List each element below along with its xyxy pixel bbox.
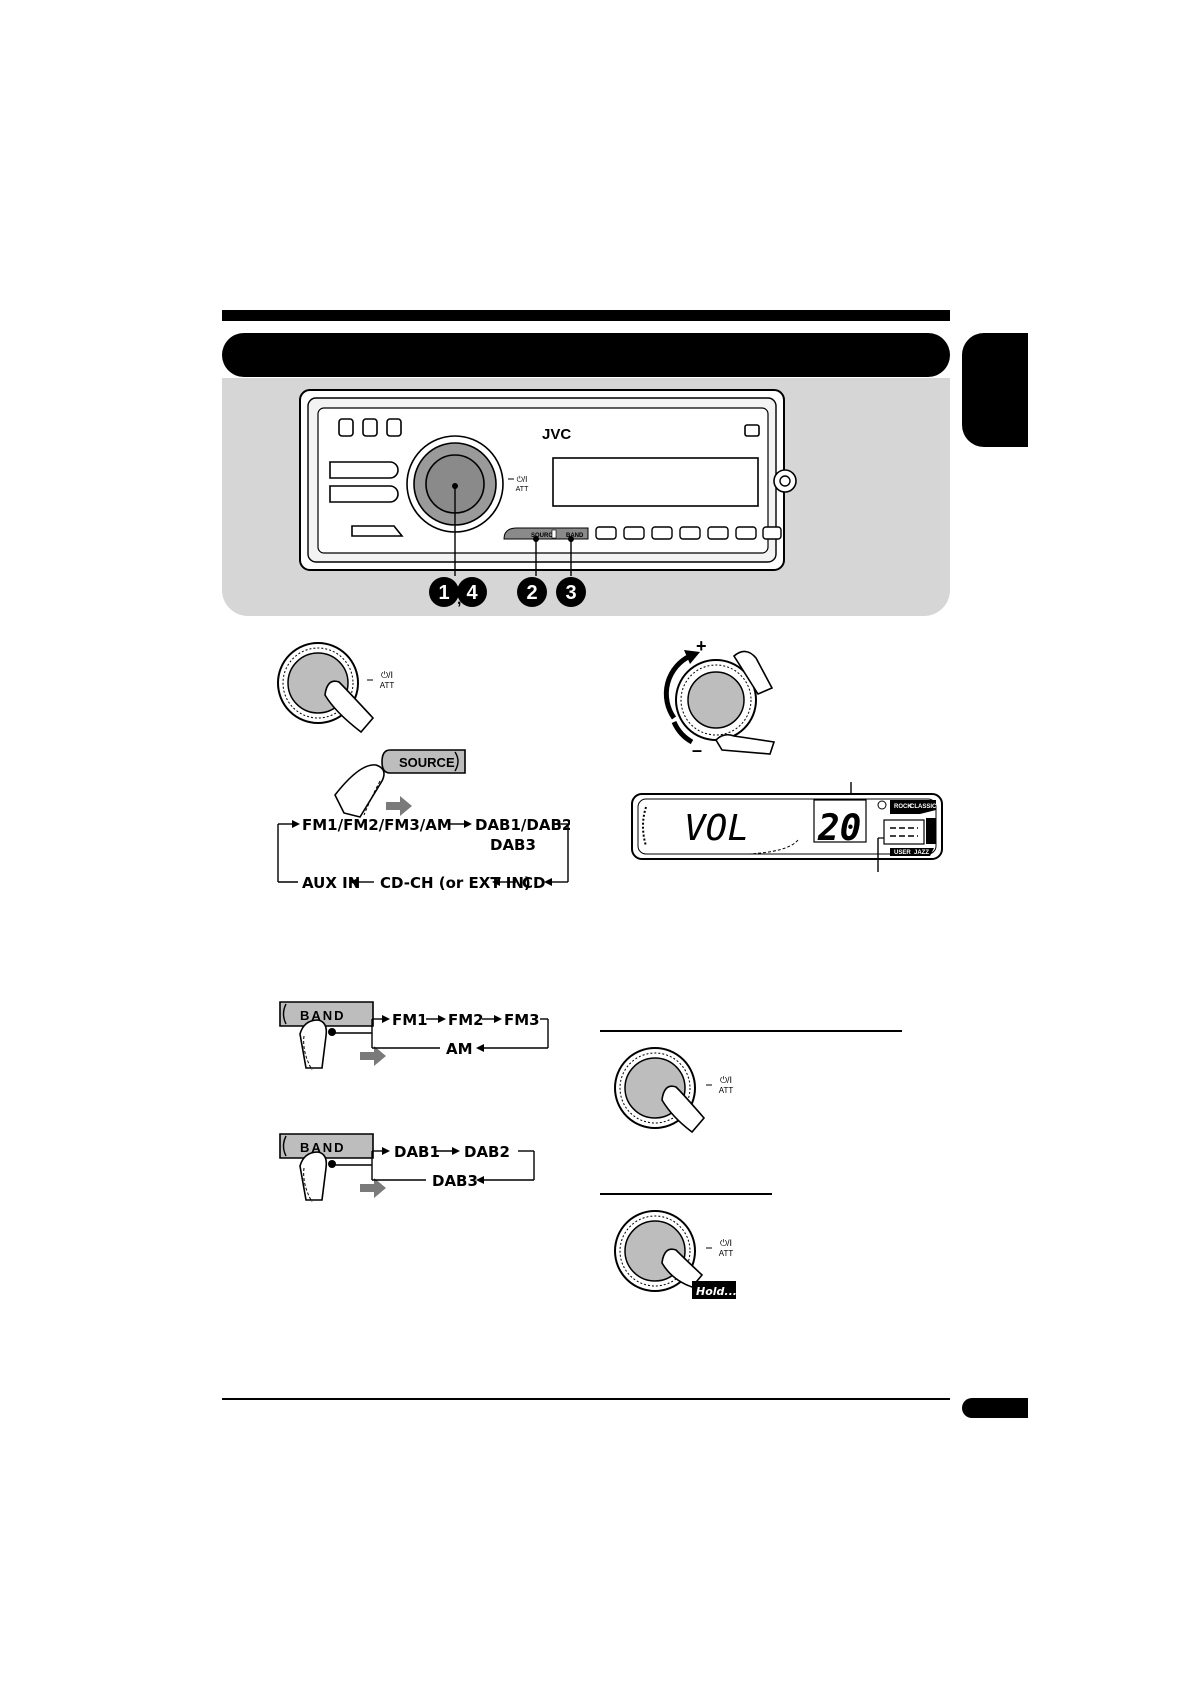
finger-icon [334,764,385,818]
svg-text:VOL: VOL [684,808,749,849]
brand-logo: JVC [542,426,571,443]
svg-text:DAB2: DAB2 [464,1143,510,1161]
finger-icon [299,1151,328,1201]
finger-icon [714,733,776,755]
press-arrow-icon [386,796,412,816]
finger-icon [299,1019,328,1069]
svg-text:ATT: ATT [719,1249,734,1258]
svg-text:DAB3: DAB3 [490,836,536,854]
finger-icon [324,680,375,734]
finger-icon [661,1248,704,1288]
svg-text:CD-CH (or EXT IN): CD-CH (or EXT IN) [380,874,531,892]
svg-text:–: – [692,740,702,758]
svg-text:CD: CD [522,874,545,892]
svg-text:3: 3 [565,582,576,604]
finger-icon [732,650,774,696]
band-fm-button-illustration: BAND [279,1001,386,1071]
svg-text:Hold....: Hold.... [696,1285,741,1298]
svg-text:FM1: FM1 [392,1011,428,1029]
svg-text:4: 4 [466,582,478,604]
callout-2 [517,577,547,607]
svg-text:AUX IN: AUX IN [302,874,360,892]
device-knob-label: ⏻/I [517,475,528,484]
svg-text:ROCK: ROCK [894,804,912,810]
svg-text:AM: AM [446,1040,473,1058]
att-knob-illustration: ⏻/I ATT [614,1047,734,1134]
rotate-arrow-icon [663,653,692,720]
source-button-illustration: SOURCE [334,749,466,818]
power-knob-illustration: ⏻/I ATT [277,642,395,734]
svg-text:DAB1: DAB1 [394,1143,440,1161]
svg-text:+: + [696,638,707,656]
band-dab-cycle-diagram: DAB1 DAB2 DAB3 [334,1143,535,1190]
source-cycle-diagram: FM1/FM2/FM3/AM DAB1/DAB2/ DAB3 CD CD-CH … [277,816,570,892]
svg-text:CLASSIC: CLASSIC [910,804,937,810]
footer-rule [222,1398,950,1400]
svg-text:ATT: ATT [516,486,529,493]
hold-badge [692,1281,736,1299]
press-arrow-icon [360,1178,386,1198]
svg-text:1: 1 [438,582,449,604]
att-section-rule [600,1030,902,1032]
callout-1 [429,577,459,607]
svg-text:FM2: FM2 [448,1011,484,1029]
press-arrow-icon [360,1046,386,1066]
language-side-tab [962,333,1028,447]
svg-text:FM3: FM3 [504,1011,540,1029]
svg-text:⏻/I: ⏻/I [381,670,393,680]
volume-knob-illustration: + – [663,638,776,758]
callout-3 [556,577,586,607]
band-dab-button-illustration: BAND [279,1133,386,1203]
svg-text:SOURCE: SOURCE [531,533,557,539]
svg-text:USER: USER [894,850,911,856]
top-rule [222,310,950,321]
off-section-rule [600,1193,772,1195]
source-button-label: SOURCE [399,755,455,770]
device-display [552,457,759,507]
off-knob-illustration: ⏻/I ATT Hold.... [614,1210,741,1299]
svg-text:⏻/I: ⏻/I [720,1238,732,1248]
control-panel-illustration: ⏻/I ATT JVC SOURCE BAND 1 , 4 2 3 [299,389,797,608]
band-button-label: BAND [300,1140,346,1155]
svg-text:DAB1/DAB2/: DAB1/DAB2/ [475,816,570,834]
svg-text:ATT: ATT [719,1086,734,1095]
svg-text:⏻/I: ⏻/I [720,1075,732,1085]
finger-icon [661,1085,706,1134]
svg-text:ATT: ATT [380,681,395,690]
svg-text:FM1/FM2/FM3/AM: FM1/FM2/FM3/AM [302,816,452,834]
band-button-label: BAND [300,1008,346,1023]
svg-text:JAZZ: JAZZ [914,850,929,856]
svg-text:DAB3: DAB3 [432,1172,478,1190]
svg-text:20: 20 [817,808,861,849]
callout-4 [457,577,487,607]
volume-lcd-display: VOL 20 ROCK CLASSIC USER JAZZ [631,782,943,872]
page-number-tab [962,1398,1028,1418]
section-title-bar [222,333,950,377]
svg-text:2: 2 [526,582,537,604]
band-fm-cycle-diagram: FM1 FM2 FM3 AM [334,1011,549,1058]
svg-text:BAND: BAND [566,533,584,539]
